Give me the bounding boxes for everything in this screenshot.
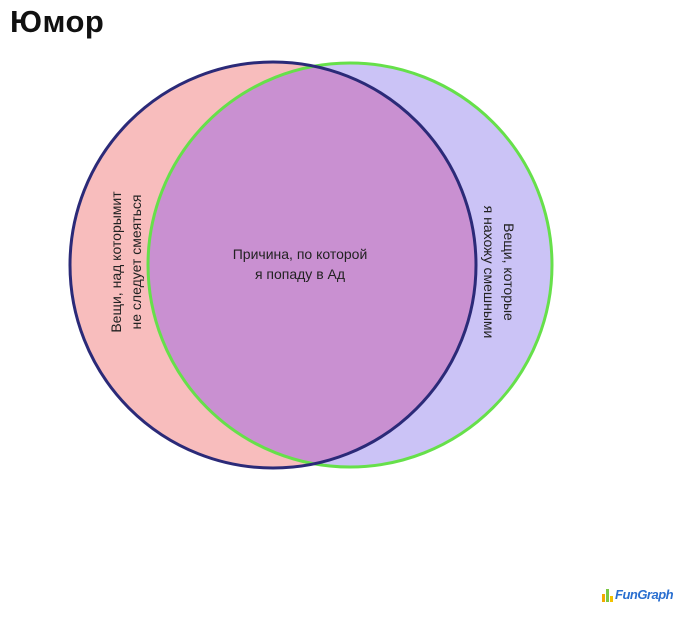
intersection-label: Причина, по которой я попаду в Ад	[233, 246, 368, 282]
logo-text: FunGraph	[615, 587, 674, 602]
left-set-label-line1: Вещи, над которымит	[108, 191, 124, 333]
page-title: Юмор	[10, 4, 105, 39]
right-set-label: Вещи, которые я нахожу смешными	[481, 206, 517, 339]
left-set-label-line2: не следует смеяться	[128, 195, 144, 330]
left-set-outline	[68, 60, 478, 470]
fungraph-logo: FunGraph	[602, 587, 674, 602]
right-set-label-line2: я нахожу смешными	[481, 206, 497, 339]
right-set-outline	[146, 61, 554, 469]
intersection-label-line2: я попаду в Ад	[255, 266, 345, 282]
bar-chart-icon	[602, 589, 613, 602]
intersection-label-line1: Причина, по которой	[233, 246, 368, 262]
left-set-label: Вещи, над которымит не следует смеяться	[108, 191, 144, 333]
right-set-label-line1: Вещи, которые	[501, 223, 517, 321]
